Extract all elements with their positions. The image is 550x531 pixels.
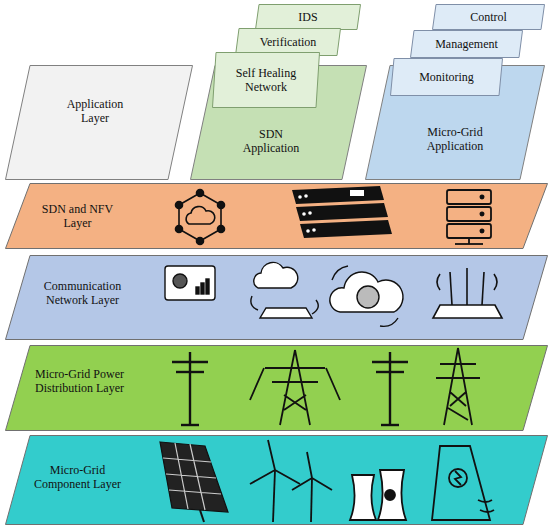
server-rack-icon <box>447 190 491 244</box>
layer-label: Monitoring <box>395 70 498 84</box>
app-card: Monitoring <box>390 58 503 96</box>
app-card: Control <box>432 4 545 30</box>
app-card: Management <box>410 30 523 58</box>
app-card: Self Healing Network <box>212 52 320 108</box>
layer-label: Control <box>437 10 540 24</box>
layer-label: SDN Application <box>235 127 307 155</box>
layer-label: IDS <box>260 10 356 24</box>
layer-label: Application Layer <box>55 97 135 125</box>
app-card: Verification <box>235 28 341 56</box>
layer-label: Communication Network Layer <box>30 279 135 307</box>
server-stack-icon <box>292 186 392 238</box>
transmission-tower-icon <box>436 348 480 425</box>
dashboard-icon <box>165 266 215 300</box>
layer-label: Micro-Grid Application <box>415 125 495 153</box>
app-card: IDS <box>255 4 361 30</box>
layer-label: Verification <box>240 35 336 49</box>
layer-box: Application Layer <box>5 65 193 180</box>
layer-label: Micro-Grid Power Distribution Layer <box>27 367 132 395</box>
layer-band: SDN and NFV Layer <box>5 183 548 249</box>
nuclear-plant-icon <box>350 470 406 520</box>
layer-label: Self Healing Network <box>220 66 312 94</box>
wind-turbine-icon <box>250 440 332 522</box>
solar-panel-icon <box>160 442 228 522</box>
utility-pole-icon <box>372 352 408 425</box>
hydro-dam-icon <box>432 446 494 520</box>
wireless-router-icon <box>433 268 502 318</box>
layer-label: Micro-Grid Component Layer <box>25 463 130 491</box>
layer-label: Management <box>415 37 518 51</box>
network-icon <box>176 190 225 245</box>
globe-cloud-icon <box>330 266 403 326</box>
layer-label: SDN and NFV Layer <box>35 202 120 230</box>
cloud-router-icon <box>251 262 318 318</box>
transmission-tower-icon <box>250 350 340 425</box>
utility-pole-icon <box>172 352 208 425</box>
